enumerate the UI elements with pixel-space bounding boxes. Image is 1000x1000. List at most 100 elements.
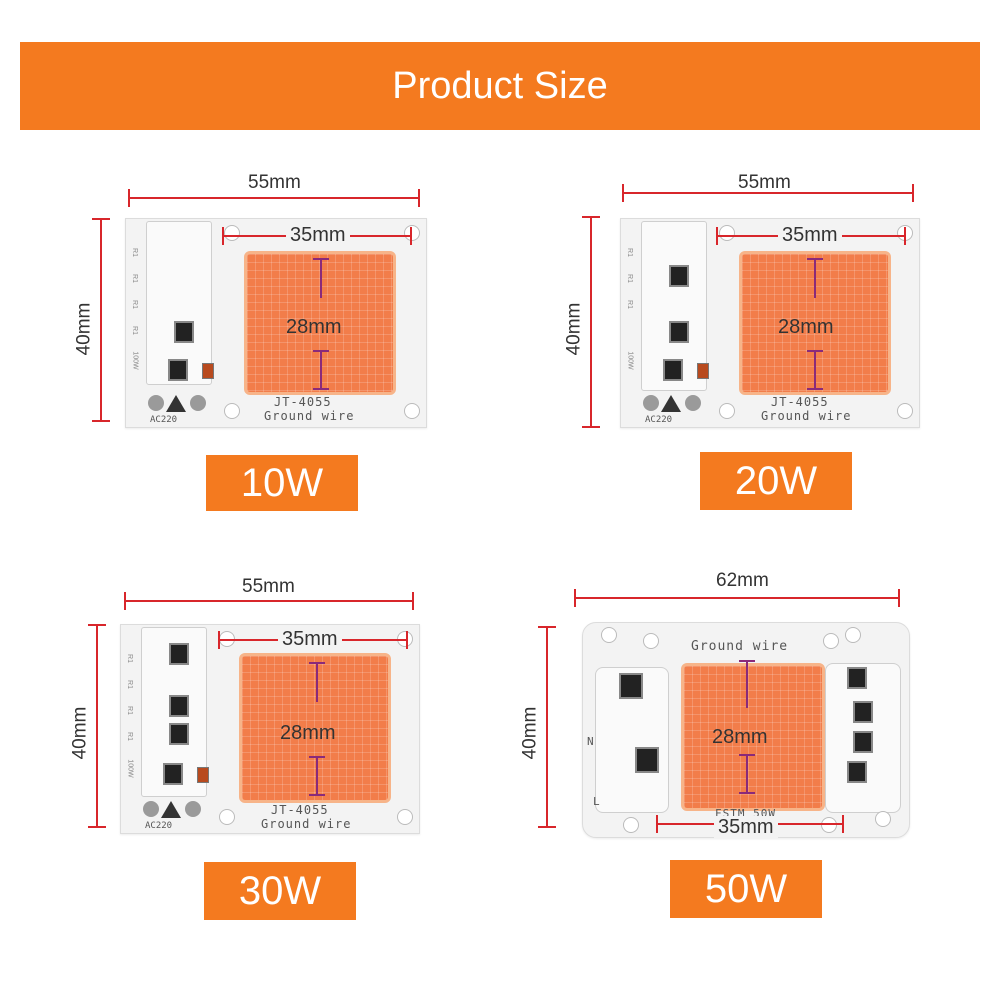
led-width-label: 35mm — [714, 816, 778, 839]
wattage-label: 20W — [734, 458, 818, 503]
mount-hole — [623, 817, 639, 833]
led-width-label: 35mm — [778, 224, 842, 247]
height-dimension-line — [88, 624, 106, 828]
height-dimension-line — [538, 626, 556, 828]
mount-hole — [404, 225, 420, 241]
wattage-badge: 30W — [204, 862, 356, 920]
width-label: 62mm — [716, 570, 769, 591]
height-label: 40mm — [563, 302, 585, 356]
mount-hole — [397, 809, 413, 825]
led-height-label: 28mm — [778, 316, 834, 338]
r1-mark: R1 — [130, 300, 138, 309]
led-width-label: 35mm — [286, 224, 350, 247]
resistor-value: 100W — [131, 351, 139, 370]
driver-chip — [847, 667, 867, 689]
height-label: 40mm — [73, 302, 95, 356]
driver-chip — [168, 359, 188, 381]
r1-mark: R1 — [125, 732, 133, 741]
model-number: JT-4055 — [771, 395, 829, 409]
driver-chip — [669, 321, 689, 343]
width-dimension-line — [622, 184, 914, 202]
driver-chip — [169, 643, 189, 665]
mount-hole — [219, 809, 235, 825]
model-number: JT-4055 — [274, 395, 332, 409]
wattage-badge: 50W — [670, 860, 822, 918]
width-label: 55mm — [738, 172, 791, 193]
width-label: 55mm — [248, 172, 301, 193]
wattage-label: 10W — [240, 460, 324, 505]
driver-chip — [669, 265, 689, 287]
driver-chip — [853, 701, 873, 723]
ac-voltage: AC220 — [145, 821, 173, 831]
solder-pad — [185, 801, 201, 817]
led-array — [244, 251, 396, 395]
led-height-label: 28mm — [712, 726, 768, 748]
mount-hole — [643, 633, 659, 649]
mount-hole — [875, 811, 891, 827]
resistor-value: 100W — [626, 351, 634, 370]
wattage-label: 50W — [704, 866, 788, 911]
driver-chip — [169, 695, 189, 717]
r1-mark: R1 — [125, 706, 133, 715]
r1-mark: R1 — [130, 274, 138, 283]
wattage-label: 30W — [238, 868, 322, 913]
solder-pad — [643, 395, 659, 411]
led-height-line — [807, 350, 823, 390]
ground-wire-label: Ground wire — [691, 639, 789, 654]
r1-mark: R1 — [625, 300, 633, 309]
r1-mark: R1 — [130, 248, 138, 257]
warning-icon — [166, 395, 186, 412]
mount-hole — [224, 403, 240, 419]
led-height-label: 28mm — [286, 316, 342, 338]
width-label: 55mm — [242, 576, 295, 597]
mount-hole — [821, 817, 837, 833]
resistor-value: 100W — [126, 759, 134, 778]
solder-pad — [148, 395, 164, 411]
wattage-badge: 10W — [206, 455, 358, 511]
resistor — [202, 363, 214, 379]
ground-wire-label: Ground wire — [264, 409, 355, 423]
model-number: JT-4055 — [271, 803, 329, 817]
led-height-line — [309, 756, 325, 796]
driver-chip — [853, 731, 873, 753]
led-board: N L Ground wire FSTM 50W — [582, 622, 910, 838]
driver-chip — [847, 761, 867, 783]
warning-icon — [661, 395, 681, 412]
ground-wire-label: Ground wire — [261, 817, 352, 831]
driver-strip — [146, 221, 212, 385]
wattage-badge: 20W — [700, 452, 852, 510]
mount-hole — [404, 403, 420, 419]
led-board: R1 R1 R1 R1 100W AC220 JT-4055 Ground wi… — [120, 624, 420, 834]
led-height-line — [313, 258, 329, 298]
led-array — [239, 653, 391, 803]
page-title: Product Size — [392, 64, 608, 107]
solder-pad — [143, 801, 159, 817]
r1-mark: R1 — [130, 326, 138, 335]
led-width-label: 35mm — [278, 628, 342, 651]
ac-voltage: AC220 — [150, 415, 178, 425]
driver-chip — [635, 747, 659, 773]
mount-hole — [897, 403, 913, 419]
led-height-line — [739, 754, 755, 794]
led-height-label: 28mm — [280, 722, 336, 744]
width-dimension-line — [574, 589, 900, 607]
driver-chip — [663, 359, 683, 381]
led-height-line — [313, 350, 329, 390]
driver-chip — [169, 723, 189, 745]
height-label: 40mm — [519, 706, 541, 760]
mount-hole — [823, 633, 839, 649]
ground-wire-label: Ground wire — [761, 409, 852, 423]
r1-mark: R1 — [125, 654, 133, 663]
r1-mark: R1 — [125, 680, 133, 689]
resistor — [697, 363, 709, 379]
mount-hole — [719, 225, 735, 241]
r1-mark: R1 — [625, 248, 633, 257]
led-board: R1 R1 R1 100W AC220 JT-4055 Ground wire — [620, 218, 920, 428]
driver-chip — [174, 321, 194, 343]
header-banner: Product Size — [20, 42, 980, 130]
width-dimension-line — [128, 189, 420, 207]
height-dimension-line — [582, 216, 600, 428]
led-height-line — [739, 660, 755, 708]
n-terminal-label: N — [587, 735, 594, 748]
width-dimension-line — [124, 592, 414, 610]
